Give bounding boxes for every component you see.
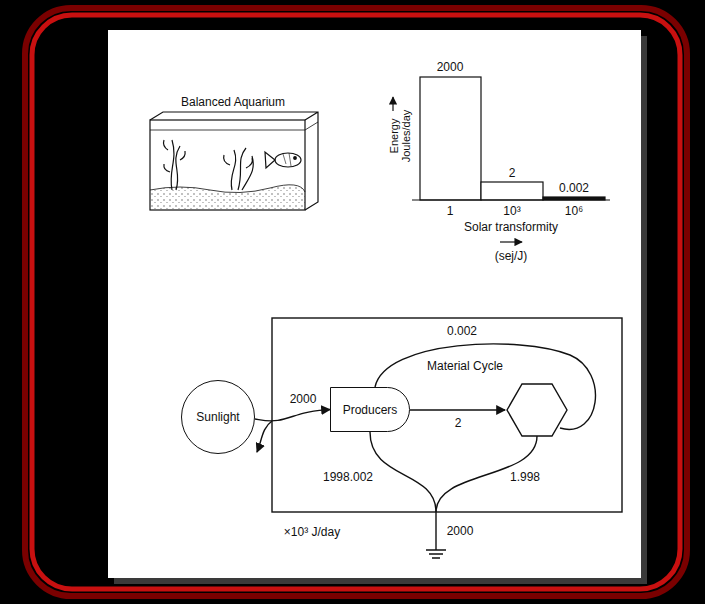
flow-value: 2000 [447,525,474,539]
node-label: Sunlight [196,410,239,424]
axis-unit: (sej/J) [495,250,528,264]
flow-value: 0.002 [447,325,477,339]
aquarium-illustration [150,112,318,210]
heat-sink-line [370,432,436,512]
axis-tick: 1 [447,205,454,219]
axis-tick: 10⁶ [565,205,583,219]
bar-value: 2000 [437,61,464,75]
system-boundary [272,318,622,512]
axis-title: Energy Joules/day [388,103,412,169]
flow-value: 2 [455,417,462,431]
picture-title: Balanced Aquarium [181,96,285,110]
ground-symbol [426,550,446,558]
heat-sink-line [435,512,436,550]
bar-value: 2 [509,167,516,181]
white-panel [108,30,641,578]
flow-name: Material Cycle [427,360,503,374]
source-circle: Sunlight [181,380,255,454]
energy-bar-chart [393,77,610,242]
energy-flow-line [255,410,330,421]
flow-arrow [410,409,505,410]
consumer-hexagon [507,384,567,436]
flow-value: 2000 [288,393,319,407]
flow-value: 1998.002 [323,471,373,485]
inner-frame [32,15,680,589]
outer-frame [25,8,687,596]
node-label: Producers [343,403,398,417]
axis-tick: 10³ [503,205,520,219]
unused-energy-arrow [257,421,272,452]
energy-system-diagram [257,318,622,558]
bar-value: 0.002 [559,182,589,196]
producer-tank: Producers [330,387,410,432]
unit-note: ×10³ J/day [284,526,340,540]
axis-title: Solar transformity [464,221,558,235]
flow-value: 1.998 [510,471,540,485]
